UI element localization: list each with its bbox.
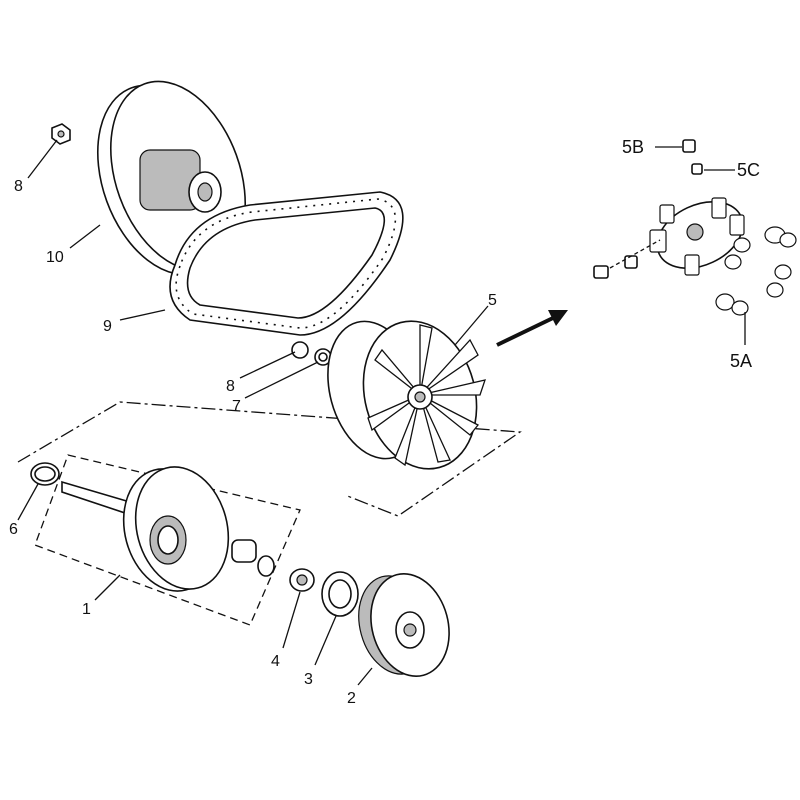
- group-outline-outer: [17, 401, 522, 517]
- bearing-3-inner: [328, 579, 352, 609]
- nut-4-hole: [296, 574, 308, 586]
- callout-8-top: 8: [14, 178, 23, 195]
- callout-2: 2: [347, 690, 356, 707]
- drive-belt: [169, 191, 404, 336]
- callout-1: 1: [82, 601, 91, 618]
- clutch-bell: [61, 466, 230, 592]
- callout-6: 6: [9, 521, 18, 538]
- callout-10: 10: [46, 249, 64, 266]
- callout-5B: 5B: [622, 137, 644, 157]
- callout-7: 7: [232, 398, 241, 415]
- snap-ring: [257, 555, 275, 577]
- detail-arrow-head: [548, 310, 568, 326]
- variator-detail: [593, 139, 797, 316]
- circlip-6-inner: [34, 466, 56, 482]
- callout-3: 3: [304, 671, 313, 688]
- bushing: [231, 539, 257, 563]
- leader-lines: [17, 139, 746, 686]
- clutch-assembly: [358, 573, 450, 677]
- callout-5A: 5A: [730, 351, 752, 371]
- nut-8-mid: [291, 341, 309, 359]
- callout-4: 4: [271, 653, 280, 670]
- washer-7-hole: [318, 352, 328, 362]
- callout-9: 9: [103, 318, 112, 335]
- detail-arrow: [496, 316, 554, 347]
- callout-8-mid: 8: [226, 378, 235, 395]
- nut-8-top: [51, 123, 71, 145]
- variator: [327, 320, 486, 470]
- callout-5: 5: [488, 292, 497, 309]
- group-outline-inner: [34, 454, 301, 626]
- callout-5C: 5C: [737, 160, 760, 180]
